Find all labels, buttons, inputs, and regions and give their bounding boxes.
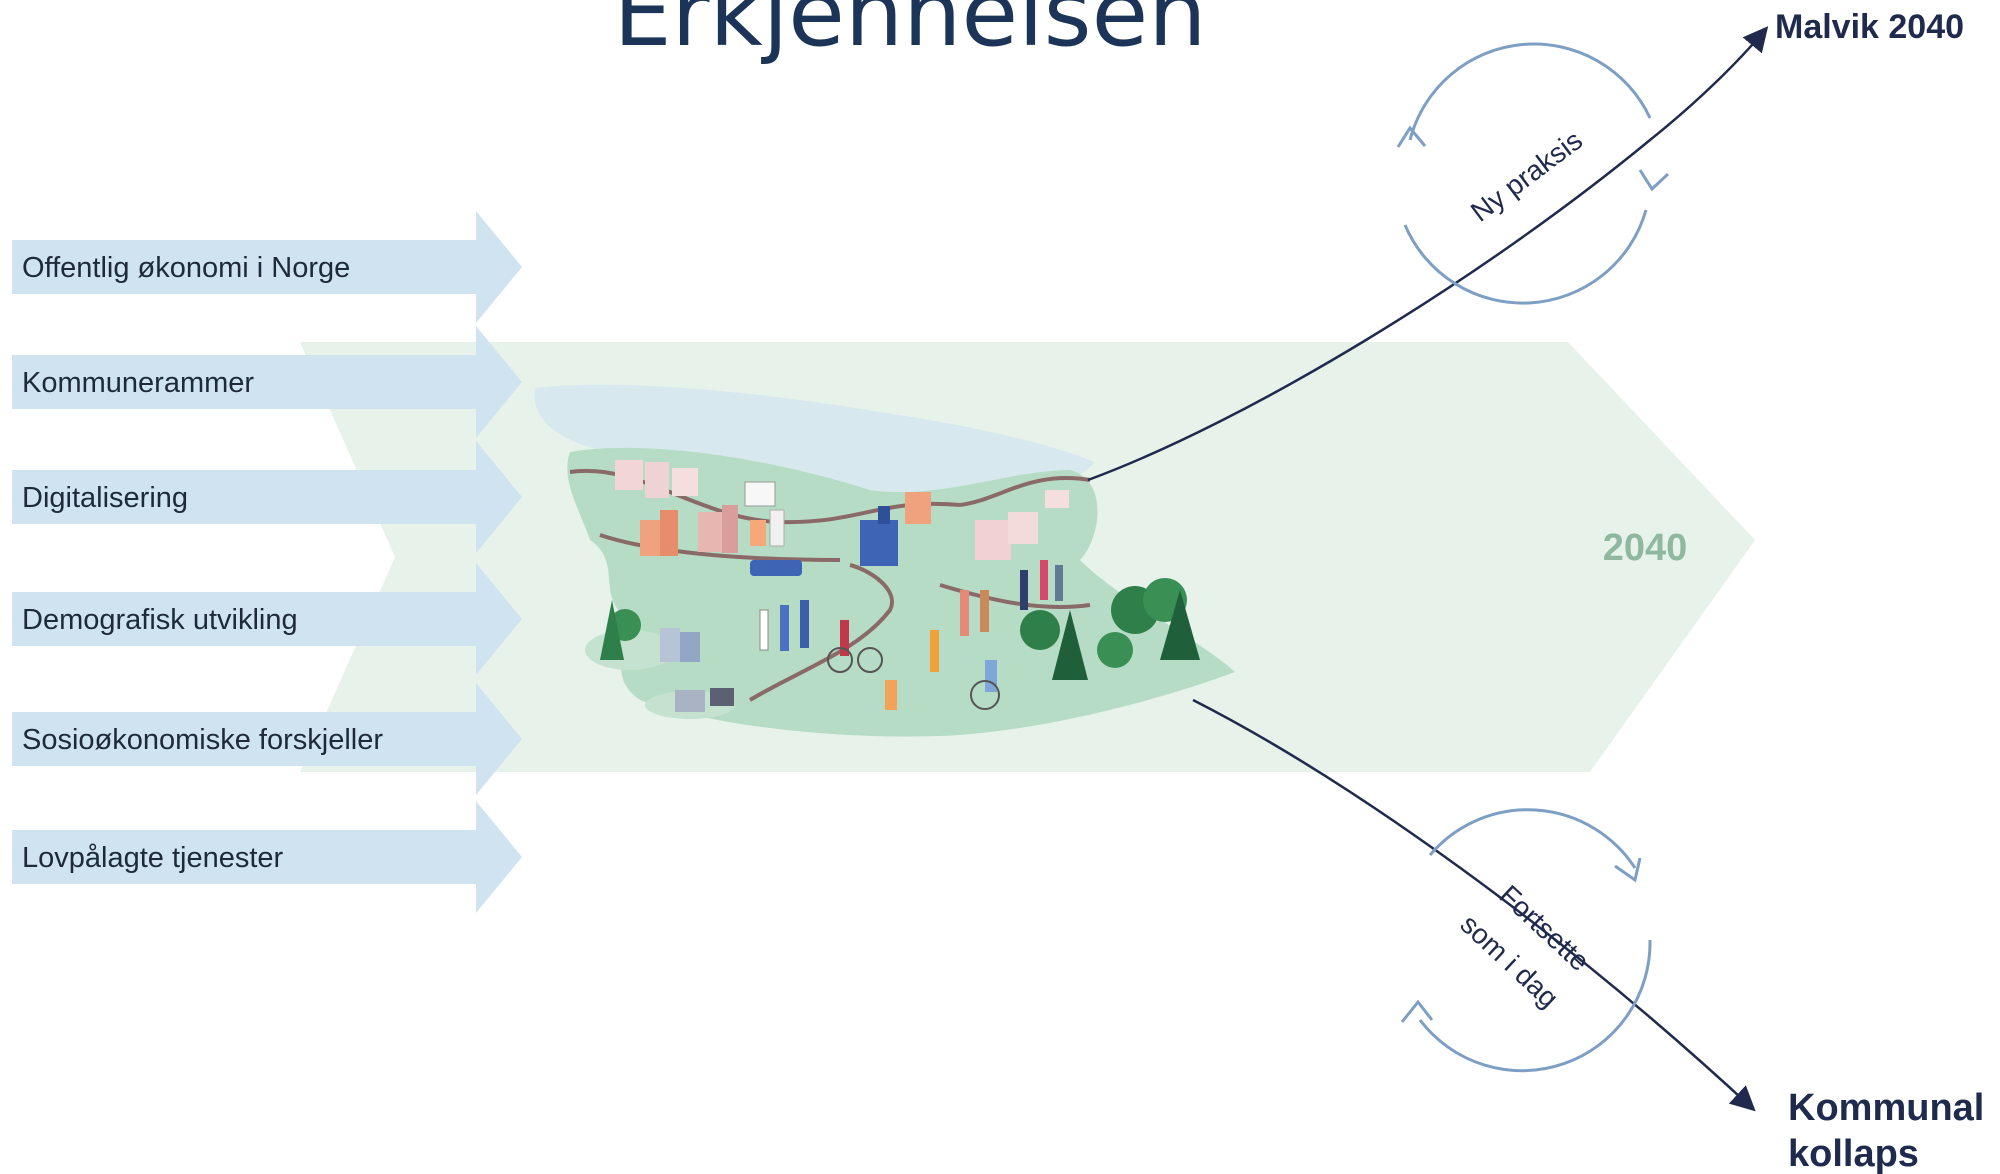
people bbox=[759, 560, 1063, 710]
driver-arrow-shape bbox=[12, 326, 522, 438]
building bbox=[975, 520, 1011, 560]
building bbox=[1045, 490, 1069, 508]
driver-arrow: Lovpålagte tjenester bbox=[12, 801, 522, 913]
road bbox=[959, 476, 1091, 507]
horizon-year-label: 2040 bbox=[1603, 527, 1688, 569]
building bbox=[698, 512, 722, 552]
building bbox=[1008, 512, 1038, 544]
road bbox=[599, 533, 841, 562]
building bbox=[660, 510, 678, 556]
cycle-arrow-left-icon bbox=[1396, 125, 1427, 148]
driver-arrow: Demografisk utvikling bbox=[12, 563, 522, 675]
driver-label: Offentlig økonomi i Norge bbox=[22, 252, 350, 284]
bus bbox=[750, 560, 802, 576]
driver-label: Sosioøkonomiske forskjeller bbox=[22, 724, 383, 756]
building bbox=[710, 688, 734, 706]
building bbox=[660, 628, 680, 662]
building bbox=[878, 506, 890, 524]
building bbox=[860, 520, 898, 566]
building bbox=[722, 505, 738, 553]
tree-cluster bbox=[600, 578, 1200, 680]
driver-arrow-shape bbox=[12, 801, 522, 913]
driver-label: Kommunerammer bbox=[22, 367, 254, 399]
cycle-ny-praksis: Ny praksis bbox=[1396, 42, 1670, 305]
cycle-arrow-right-icon bbox=[1638, 169, 1670, 192]
driver-arrow: Offentlig økonomi i Norge bbox=[12, 211, 522, 323]
outcome-bottom-label-line2: kollaps bbox=[1788, 1133, 1919, 1174]
cycle-arrow-left-icon bbox=[1400, 999, 1434, 1023]
cycle-arc bbox=[1418, 939, 1652, 1073]
driver-arrows: Offentlig økonomi i NorgeKommunerammerDi… bbox=[12, 211, 522, 913]
path-to-kommunal-kollaps bbox=[1192, 698, 1756, 1112]
cycle-arc bbox=[1403, 209, 1648, 305]
driver-arrow-shape bbox=[12, 441, 522, 553]
water-shape bbox=[534, 384, 1095, 499]
driver-arrow: Kommunerammer bbox=[12, 326, 522, 438]
driver-label: Demografisk utvikling bbox=[22, 604, 298, 636]
driver-label: Digitalisering bbox=[22, 482, 188, 514]
outcome-top-label: Malvik 2040 bbox=[1775, 8, 1964, 46]
driver-arrow-shape bbox=[12, 211, 522, 323]
building bbox=[645, 462, 669, 498]
building bbox=[672, 468, 698, 496]
page-title: Erkjennelsen bbox=[613, 0, 1207, 67]
driver-arrow-shape bbox=[12, 563, 522, 675]
cycle-top-label: Ny praksis bbox=[1465, 124, 1588, 227]
municipality-illustration bbox=[534, 384, 1235, 737]
cycle-arc bbox=[1428, 808, 1637, 869]
building bbox=[744, 481, 776, 507]
building bbox=[750, 520, 766, 546]
path-to-malvik-2040 bbox=[1087, 26, 1769, 482]
road bbox=[939, 583, 1091, 610]
cycle-fortsette-som-i-dag: Fortsette som i dag bbox=[1400, 808, 1652, 1073]
driver-arrow: Sosioøkonomiske forskjeller bbox=[12, 683, 522, 795]
building bbox=[675, 690, 705, 712]
building bbox=[680, 632, 700, 662]
building bbox=[769, 509, 785, 547]
road bbox=[748, 563, 894, 702]
outcome-bottom-label-line1: Kommunal bbox=[1788, 1087, 1984, 1129]
cycle-arc bbox=[1408, 42, 1652, 141]
driver-arrow: Digitalisering bbox=[12, 441, 522, 553]
building bbox=[905, 492, 931, 524]
driver-label: Lovpålagte tjenester bbox=[22, 842, 284, 874]
driver-arrow-shape bbox=[12, 683, 522, 795]
building bbox=[615, 460, 643, 490]
cycle-arrow-right-icon bbox=[1614, 857, 1642, 883]
